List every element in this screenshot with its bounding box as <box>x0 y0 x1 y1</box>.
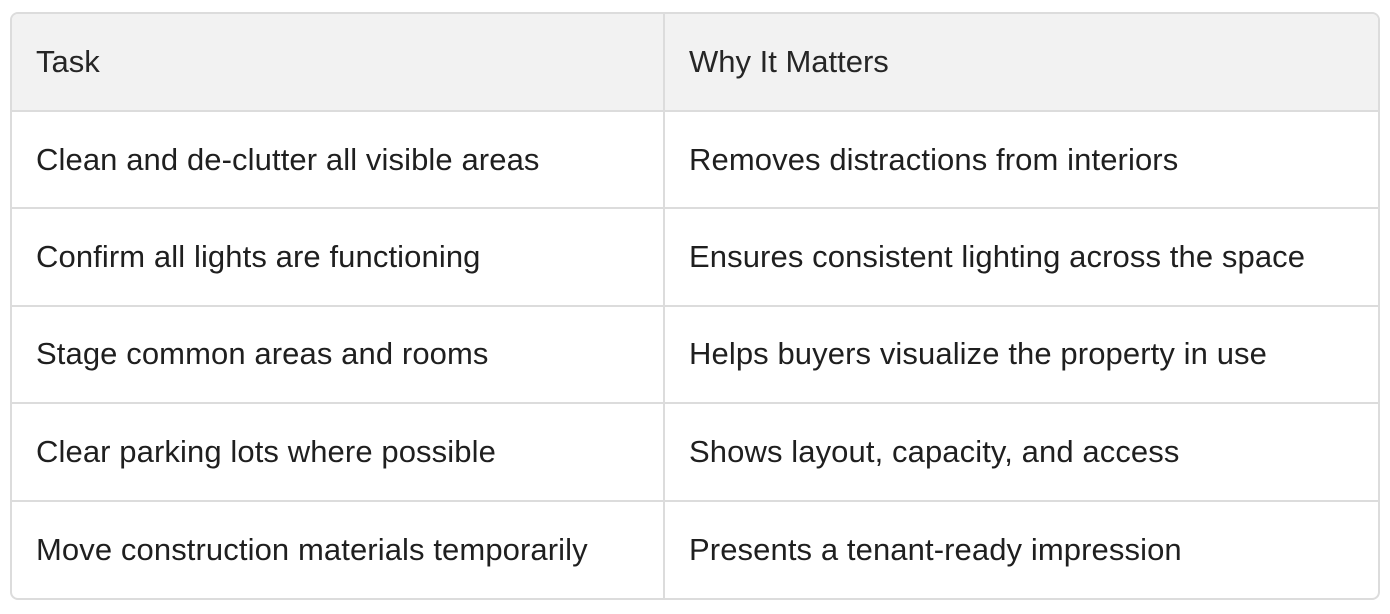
reason-cell: Helps buyers visualize the property in u… <box>663 305 1378 405</box>
header-row: Task Why It Matters <box>12 14 1378 112</box>
table-row: Clear parking lots where possible Shows … <box>12 403 1378 502</box>
table-body: Clean and de-clutter all visible areas R… <box>12 111 1378 598</box>
table-row: Move construction materials temporarily … <box>12 500 1378 598</box>
table-row: Confirm all lights are functioning Ensur… <box>12 208 1378 307</box>
reason-cell: Shows layout, capacity, and access <box>663 403 1378 502</box>
task-cell: Clear parking lots where possible <box>12 403 664 502</box>
table-row: Clean and de-clutter all visible areas R… <box>12 111 1378 210</box>
reason-cell: Presents a tenant-ready impression <box>663 500 1378 598</box>
table-header: Task Why It Matters <box>12 14 1378 112</box>
task-table: Task Why It Matters Clean and de-clutter… <box>10 12 1380 600</box>
reason-cell: Ensures consistent lighting across the s… <box>663 208 1378 307</box>
header-task: Task <box>12 14 664 112</box>
reason-cell: Removes distractions from interiors <box>663 111 1378 210</box>
header-why-it-matters: Why It Matters <box>663 14 1378 112</box>
table: Task Why It Matters Clean and de-clutter… <box>12 14 1378 598</box>
task-cell: Confirm all lights are functioning <box>12 208 664 307</box>
table-row: Stage common areas and rooms Helps buyer… <box>12 305 1378 405</box>
task-cell: Stage common areas and rooms <box>12 305 664 405</box>
task-cell: Move construction materials temporarily <box>36 531 588 567</box>
task-cell: Clean and de-clutter all visible areas <box>12 111 664 210</box>
